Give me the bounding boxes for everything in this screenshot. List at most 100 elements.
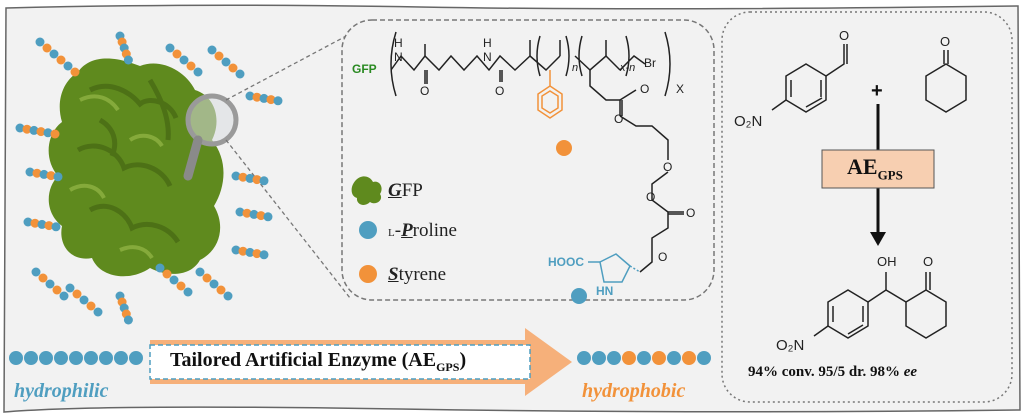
- chain-bead: [195, 267, 205, 277]
- hydrophobic-bead: [607, 351, 621, 365]
- chain-bead: [70, 67, 80, 77]
- legend-proline-label: L-Proline: [388, 220, 457, 241]
- chain-bead: [228, 63, 238, 73]
- hydrophobic-bead: [652, 351, 666, 365]
- ketone-o-label: O: [940, 34, 951, 49]
- chain-bead: [245, 247, 255, 257]
- hydrophobic-bead: [637, 351, 651, 365]
- hydrophobic-bead: [622, 351, 636, 365]
- magnifier-icon: [183, 93, 239, 181]
- amide-o-2: O: [495, 84, 505, 98]
- chain-bead: [223, 291, 233, 301]
- ester-o-5: O: [686, 206, 696, 220]
- chain-bead: [44, 221, 54, 231]
- styrene-marker: [556, 140, 572, 156]
- hydrophilic-bead: [129, 351, 143, 365]
- chain-bead: [207, 45, 217, 55]
- chain-bead: [252, 175, 262, 185]
- chain-bead: [32, 168, 42, 178]
- polymer-chains: [15, 31, 283, 325]
- chain-bead: [123, 55, 133, 65]
- product-o-label: O: [923, 254, 934, 269]
- chain-bead: [31, 267, 41, 277]
- chain-bead: [273, 96, 283, 106]
- zoom-line-top: [225, 33, 351, 101]
- chain-bead: [214, 51, 224, 61]
- ester-o-4: O: [646, 190, 656, 204]
- chain-bead: [72, 289, 82, 299]
- chain-bead: [169, 275, 179, 285]
- bromo-label: Br: [644, 56, 656, 70]
- chain-bead: [231, 171, 241, 181]
- hydrophobic-bead: [667, 351, 681, 365]
- chain-bead: [155, 263, 165, 273]
- chain-bead: [25, 167, 35, 177]
- chain-bead: [43, 128, 53, 138]
- chain-bead: [23, 217, 33, 227]
- gfp-legend-icon: [351, 176, 382, 205]
- hydrophilic-bead: [99, 351, 113, 365]
- reaction-arrow-head: [870, 232, 886, 246]
- hydrophilic-label: hydrophilic: [14, 380, 109, 402]
- aldehyde-o-label: O: [839, 28, 850, 43]
- chain-bead: [242, 208, 252, 218]
- hydrophilic-bead-chain: [9, 351, 143, 365]
- chain-bead: [245, 91, 255, 101]
- chain-bead: [186, 61, 196, 71]
- hydrophobic-bead: [577, 351, 591, 365]
- chain-bead: [30, 218, 40, 228]
- hydrophilic-bead: [69, 351, 83, 365]
- hydrophobic-bead-chain: [577, 351, 711, 365]
- chain-bead: [259, 176, 269, 186]
- chain-bead: [56, 55, 66, 65]
- chain-bead: [259, 93, 269, 103]
- chain-bead: [42, 43, 52, 53]
- subscript-n: n: [572, 62, 579, 74]
- chain-bead: [59, 291, 69, 301]
- chain-bead: [245, 173, 255, 183]
- chain-bead: [183, 287, 193, 297]
- chain-bead: [123, 315, 133, 325]
- product-no2-label: O₂N: [776, 337, 805, 354]
- chain-bead: [51, 222, 61, 232]
- legend-styrene-label: Styrene: [388, 264, 447, 285]
- hydrophobic-bead: [592, 351, 606, 365]
- catalyst-label: AEGPS: [847, 154, 903, 183]
- ester-o-6: O: [658, 250, 668, 264]
- chain-bead: [165, 43, 175, 53]
- reactant-nitrobenzaldehyde: [771, 44, 848, 113]
- amide-n-1: N: [394, 50, 403, 64]
- chain-bead: [79, 295, 89, 305]
- chain-bead: [65, 283, 75, 293]
- chain-bead: [238, 172, 248, 182]
- hydrophilic-bead: [114, 351, 128, 365]
- chain-bead: [252, 249, 262, 259]
- hydrophilic-bead: [84, 351, 98, 365]
- gfp-protein-image: [48, 58, 224, 277]
- amide-o-1: O: [420, 84, 430, 98]
- chain-bead: [221, 57, 231, 67]
- chain-bead: [93, 307, 103, 317]
- chain-bead: [86, 301, 96, 311]
- amide-h-1: H: [394, 36, 403, 50]
- chain-bead: [53, 172, 63, 182]
- styrene-ring: [537, 70, 563, 119]
- chain-bead: [179, 55, 189, 65]
- amide-n-2: N: [483, 50, 492, 64]
- hydrophilic-bead: [24, 351, 38, 365]
- chain-bead: [45, 279, 55, 289]
- chain-bead: [29, 125, 39, 135]
- chain-bead: [38, 273, 48, 283]
- chain-bead: [256, 211, 266, 221]
- reaction-result: 94% conv. 95/5 dr. 98% ee: [748, 364, 918, 380]
- nh-label: HN: [596, 284, 614, 298]
- chain-bead: [231, 245, 241, 255]
- product-oh-label: OH: [877, 254, 897, 269]
- chain-bead: [49, 49, 59, 59]
- ester-o-3: O: [663, 160, 673, 174]
- chain-bead: [37, 219, 47, 229]
- hydrophilic-bead: [39, 351, 53, 365]
- chain-bead: [36, 127, 46, 137]
- chain-bead: [172, 49, 182, 59]
- gfp-structure-label: GFP: [352, 62, 377, 76]
